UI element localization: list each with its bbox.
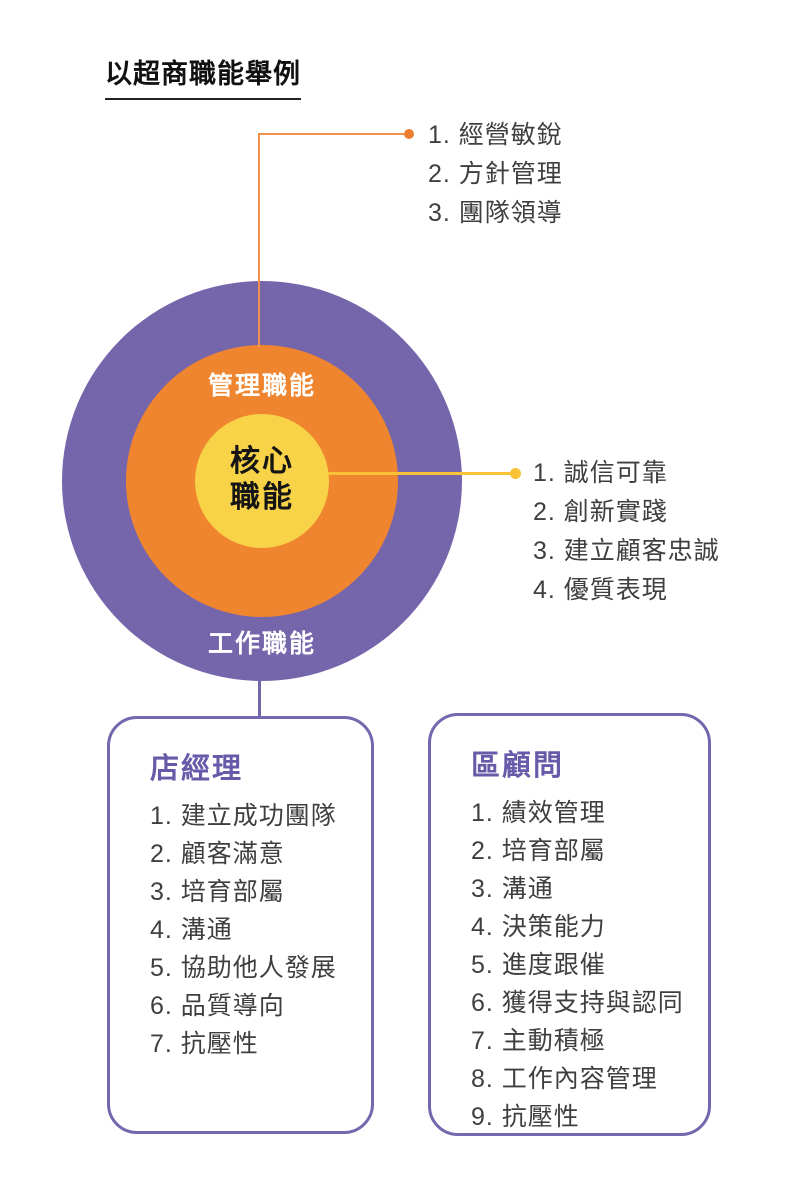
list-item: 5. 協助他人發展 bbox=[150, 954, 337, 982]
core-circle-label: 核心 職能 bbox=[162, 444, 362, 516]
list-item: 2. 方針管理 bbox=[428, 160, 563, 188]
store-manager-box: 店經理 1. 建立成功團隊 2. 顧客滿意 3. 培育部屬 4. 溝通 5. 協… bbox=[107, 716, 374, 1134]
management-connector-horizontal-line bbox=[258, 133, 408, 135]
work-connector-vertical-line bbox=[258, 677, 261, 717]
list-item: 3. 團隊領導 bbox=[428, 199, 563, 227]
core-competency-list: 1. 誠信可靠 2. 創新實踐 3. 建立顧客忠誠 4. 優質表現 bbox=[533, 454, 720, 610]
list-item: 4. 決策能力 bbox=[471, 913, 606, 941]
management-connector-vertical-line bbox=[258, 134, 260, 348]
list-item: 7. 主動積極 bbox=[471, 1027, 606, 1055]
store-manager-box-title: 店經理 bbox=[150, 753, 244, 785]
list-item: 4. 溝通 bbox=[150, 916, 233, 944]
list-item: 8. 工作內容管理 bbox=[471, 1065, 658, 1093]
core-label-line1: 核心 bbox=[230, 445, 294, 478]
list-item: 6. 品質導向 bbox=[150, 992, 285, 1020]
store-manager-competency-list: 1. 建立成功團隊 2. 顧客滿意 3. 培育部屬 4. 溝通 5. 協助他人發… bbox=[150, 797, 371, 1063]
district-consultant-box: 區顧問 1. 績效管理 2. 培育部屬 3. 溝通 4. 決策能力 5. 進度跟… bbox=[428, 713, 711, 1136]
list-item: 2. 培育部屬 bbox=[471, 837, 606, 865]
core-connector-dot bbox=[510, 468, 521, 479]
list-item: 3. 培育部屬 bbox=[150, 878, 285, 906]
list-item: 2. 顧客滿意 bbox=[150, 840, 285, 868]
list-item: 6. 獲得支持與認同 bbox=[471, 989, 684, 1017]
management-connector-dot bbox=[404, 129, 414, 139]
list-item: 1. 績效管理 bbox=[471, 799, 606, 827]
district-consultant-box-title: 區顧問 bbox=[471, 750, 565, 782]
management-ring-label: 管理職能 bbox=[207, 372, 316, 400]
inner-circle-core-competency bbox=[195, 414, 329, 548]
list-item: 7. 抗壓性 bbox=[150, 1030, 259, 1058]
list-item: 3. 建立顧客忠誠 bbox=[533, 537, 720, 565]
list-item: 3. 溝通 bbox=[471, 875, 554, 903]
list-item: 1. 建立成功團隊 bbox=[150, 802, 337, 830]
list-item: 5. 進度跟催 bbox=[471, 951, 606, 979]
core-label-line2: 職能 bbox=[230, 481, 294, 514]
work-ring-label: 工作職能 bbox=[207, 630, 316, 658]
list-item: 2. 創新實踐 bbox=[533, 498, 668, 526]
core-connector-horizontal-line bbox=[328, 472, 514, 475]
management-competency-list: 1. 經營敏銳 2. 方針管理 3. 團隊領導 bbox=[428, 116, 563, 233]
list-item: 1. 經營敏銳 bbox=[428, 121, 563, 149]
list-item: 9. 抗壓性 bbox=[471, 1103, 580, 1131]
list-item: 1. 誠信可靠 bbox=[533, 459, 668, 487]
page-title: 以超商職能舉例 bbox=[105, 52, 301, 100]
district-consultant-competency-list: 1. 績效管理 2. 培育部屬 3. 溝通 4. 決策能力 5. 進度跟催 6.… bbox=[471, 794, 708, 1136]
list-item: 4. 優質表現 bbox=[533, 576, 668, 604]
